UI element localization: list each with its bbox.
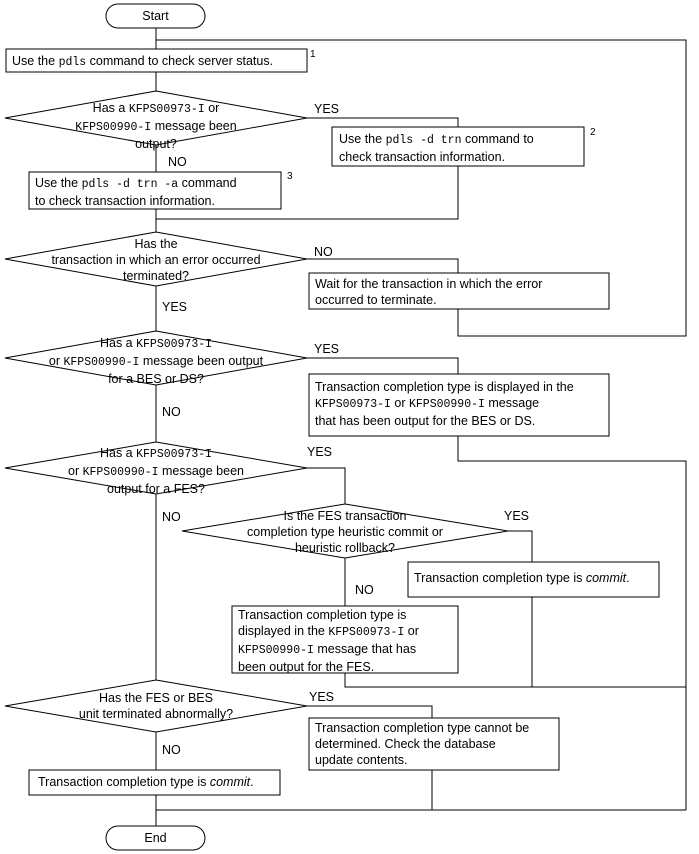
step-pdls-d-trn-box	[331, 126, 585, 167]
step-pdls-d-trn-a-box	[28, 171, 282, 210]
decision-bes-ds-yes: YES	[314, 342, 340, 356]
step-commit-fes-box	[407, 561, 660, 598]
decision-transaction-terminated-text: Has the transaction in which an error oc…	[51, 237, 261, 283]
start-label: Start	[142, 9, 169, 23]
decision-abnormal-termination-text: Has the FES or BES unit terminated abnor…	[78, 691, 234, 721]
decision-bes-ds-no: NO	[162, 405, 181, 419]
step-cannot-determine-box	[308, 717, 560, 771]
step-check-server-status-text: Use the pdls command to check server sta…	[12, 54, 274, 69]
step-fes-completion-text: Transaction completion type is displayed…	[238, 608, 419, 674]
decision-abnormal-termination-yes: YES	[309, 690, 335, 704]
step-bes-ds-completion-text: Transaction completion type is displayed…	[315, 380, 574, 428]
note-2: 2	[590, 127, 596, 138]
decision-heuristic-no: NO	[355, 583, 374, 597]
step-wait-termination-text: Wait for the transaction in which the er…	[315, 277, 543, 307]
decision-transaction-terminated-no: NO	[314, 245, 333, 259]
step-bes-ds-completion-box	[308, 373, 610, 437]
decision-message-output-no: NO	[168, 155, 187, 169]
decision-message-output-yes: YES	[314, 102, 340, 116]
step-commit-fes-text: Transaction completion type is commit.	[414, 571, 630, 585]
note-1: 1	[310, 49, 316, 60]
end-label: End	[144, 831, 167, 845]
decision-abnormal-termination-no: NO	[162, 743, 181, 757]
step-commit-final-box	[28, 769, 281, 796]
step-pdls-d-trn-a-text: Use the pdls -d trn -a command to check …	[35, 176, 237, 208]
step-commit-final-text: Transaction completion type is commit.	[38, 775, 254, 789]
note-3: 3	[287, 171, 293, 182]
step-fes-completion-box	[231, 605, 459, 674]
step-pdls-d-trn-text: Use the pdls -d trn command to check tra…	[339, 132, 534, 164]
decision-transaction-terminated-yes: YES	[162, 300, 188, 314]
decision-heuristic-text: Is the FES transaction completion type h…	[247, 509, 443, 555]
decision-bes-ds-text: Has a KFPS00973-I or KFPS00990-I message…	[48, 336, 264, 386]
step-cannot-determine-text: Transaction completion type cannot be de…	[315, 721, 530, 767]
decision-heuristic-yes: YES	[504, 509, 530, 523]
step-wait-termination-box	[308, 272, 610, 310]
decision-fes-text: Has a KFPS00973-I or KFPS00990-I message…	[68, 446, 244, 496]
decision-message-output-text: Has a KFPS00973-I or KFPS00990-I message…	[75, 101, 237, 151]
decision-fes-yes: YES	[307, 445, 333, 459]
decision-fes-no: NO	[162, 510, 181, 524]
